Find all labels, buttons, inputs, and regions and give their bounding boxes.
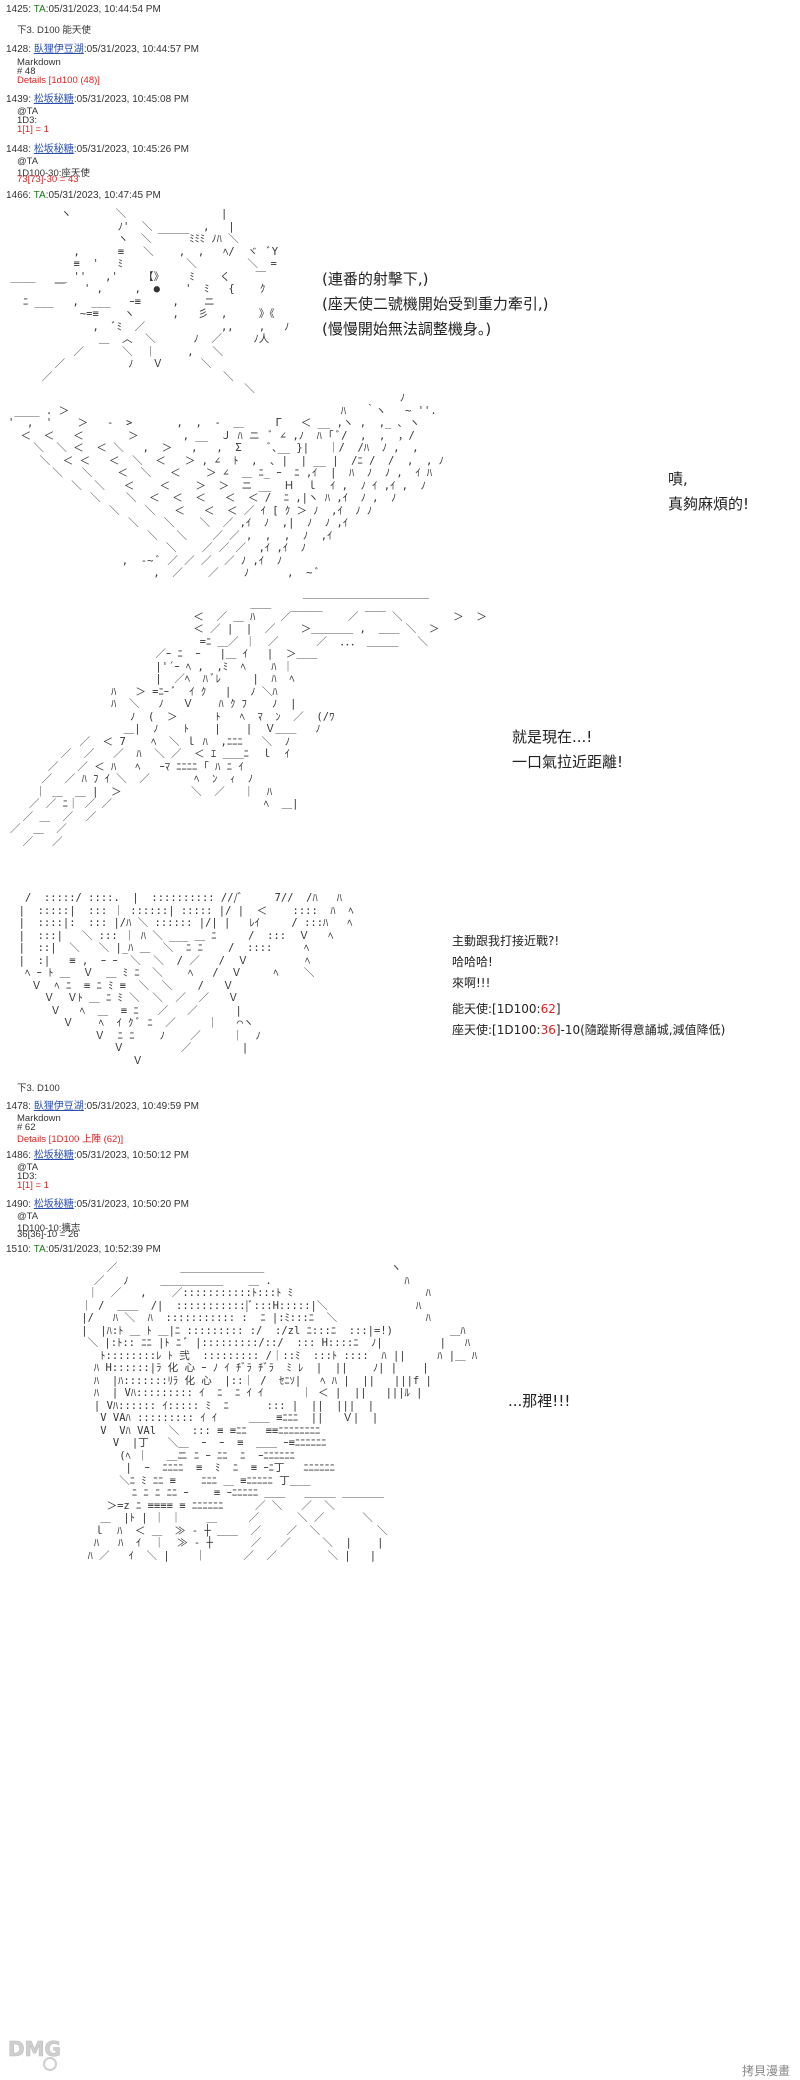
post-body: @TA — [17, 156, 39, 167]
post-username[interactable]: 臥狸伊豆湖 — [33, 44, 84, 55]
post-header: 1425: TA:05/31/2023, 10:44:54 PM — [6, 4, 161, 15]
ascii-art-mech-charge: ＿＿ ￣￣￣￣￣￣￣￣￣￣￣￣ ＜ ／ ＿ ﾊ ／￣￣￣ ／ ￣￣ ＼ ＞ ＞ … — [10, 598, 487, 848]
post-username[interactable]: TA — [33, 4, 46, 15]
dialogue-line: (慢慢開始無法調整機身。) — [322, 320, 492, 338]
dialogue-line: (座天使二號機開始受到重力牽引,) — [322, 295, 549, 313]
post-username[interactable]: TA — [33, 190, 46, 201]
post-username[interactable]: 松坂秘糖 — [33, 94, 74, 105]
post-username[interactable]: 臥狸伊豆湖 — [33, 1101, 84, 1112]
ascii-art-closeup-clash: / :::::/ ::::. | :::::::::: ///ﾞ 7// /ﾊ … — [18, 892, 354, 1067]
dice-result: 73[73]-30 = 43 — [17, 174, 79, 185]
post-body: 1D100-30:座天使 — [17, 168, 90, 179]
dice-details[interactable]: Details [1D100 上陣 (62)] — [17, 1134, 124, 1145]
dialogue-line: 來啊!!! — [452, 976, 491, 990]
watermark-text: DMG — [8, 2037, 61, 2061]
watermark-site: 拷貝漫畫 — [741, 2064, 790, 2078]
post-username[interactable]: TA — [33, 1244, 46, 1255]
dialogue-line: 主動跟我打接近戰?! — [452, 934, 560, 948]
dice-roll-line: 能天使:[1D100:62] — [452, 1002, 561, 1016]
post-username[interactable]: 松坂秘糖 — [33, 1150, 74, 1161]
post-body: 36[36]-10 = 26 — [17, 1229, 79, 1240]
post-body: @TA — [17, 1211, 39, 1222]
ascii-art-character-portrait: ／ ＿＿＿＿＿＿＿＿ ヽ ／ ﾉ ＿＿＿＿＿＿ ＿ . ﾊ ｜ ／ , ／:::… — [81, 1262, 478, 1562]
post-body: 下3. D100 能天使 — [17, 25, 91, 36]
post-body: @TA — [17, 106, 39, 117]
dialogue-line: ...那裡!!! — [508, 1392, 571, 1410]
dice-result: 1[1] = 1 — [17, 124, 49, 135]
post-username[interactable]: 松坂秘糖 — [33, 144, 74, 155]
post-header: 1439: 松坂秘糖:05/31/2023, 10:45:08 PM — [6, 94, 189, 105]
ascii-art-mech-dash: ﾉ ____ . ＞ ﾊ ｀ヽ ~ ''. ' , ' ＞ - > , , - … — [8, 392, 444, 579]
post-body: 下3. D100 — [17, 1083, 60, 1094]
post-body: Markdown — [17, 1113, 61, 1124]
post-body: @TA — [17, 1162, 39, 1173]
post-body: # 48 — [17, 66, 36, 77]
post-header: 1490: 松坂秘糖:05/31/2023, 10:50:20 PM — [6, 1199, 189, 1210]
post-header: 1478: 臥狸伊豆湖:05/31/2023, 10:49:59 PM — [6, 1101, 199, 1112]
roll-value: 62 — [540, 1002, 556, 1016]
post-body: # 62 — [17, 1122, 36, 1133]
post-header: 1428: 臥狸伊豆湖:05/31/2023, 10:44:57 PM — [6, 44, 199, 55]
dialogue-line: (連番的射擊下,) — [322, 270, 429, 288]
post-body: Markdown — [17, 57, 61, 68]
ascii-art-explosion: ヽ ＼ | ﾉ' ＼ , | ヽ ＼ ￣￣￣ﾐﾐﾐ ﾉﾊ ＼ , ≡ ＼ , ,… — [10, 208, 290, 395]
dialogue-line: 嘖, — [668, 470, 688, 488]
roll-value: 36 — [540, 1023, 556, 1037]
post-header: 1448: 松坂秘糖:05/31/2023, 10:45:26 PM — [6, 144, 189, 155]
dice-result: 1[1] = 1 — [17, 1180, 49, 1191]
dialogue-line: 一口氣拉近距離! — [512, 753, 624, 771]
dialogue-line: 就是現在...! — [512, 728, 593, 746]
dice-details[interactable]: Details [1d100 (48)] — [17, 75, 100, 86]
dialogue-line: 哈哈哈! — [452, 955, 493, 969]
post-body: 1D3: — [17, 1171, 38, 1182]
watermark-logo: DMG — [6, 2030, 66, 2074]
post-header: 1510: TA:05/31/2023, 10:52:39 PM — [6, 1244, 161, 1255]
dice-roll-line: 座天使:[1D100:36]-10(隨蹤斯得意誦城,減值降低) — [452, 1023, 726, 1037]
post-username[interactable]: 松坂秘糖 — [33, 1199, 74, 1210]
post-body: 1D100-10:擴志 — [17, 1223, 81, 1234]
post-header: 1486: 松坂秘糖:05/31/2023, 10:50:12 PM — [6, 1150, 189, 1161]
post-body: 1D3: — [17, 115, 38, 126]
dialogue-line: 真夠麻煩的! — [668, 495, 750, 513]
post-header: 1466: TA:05/31/2023, 10:47:45 PM — [6, 190, 161, 201]
